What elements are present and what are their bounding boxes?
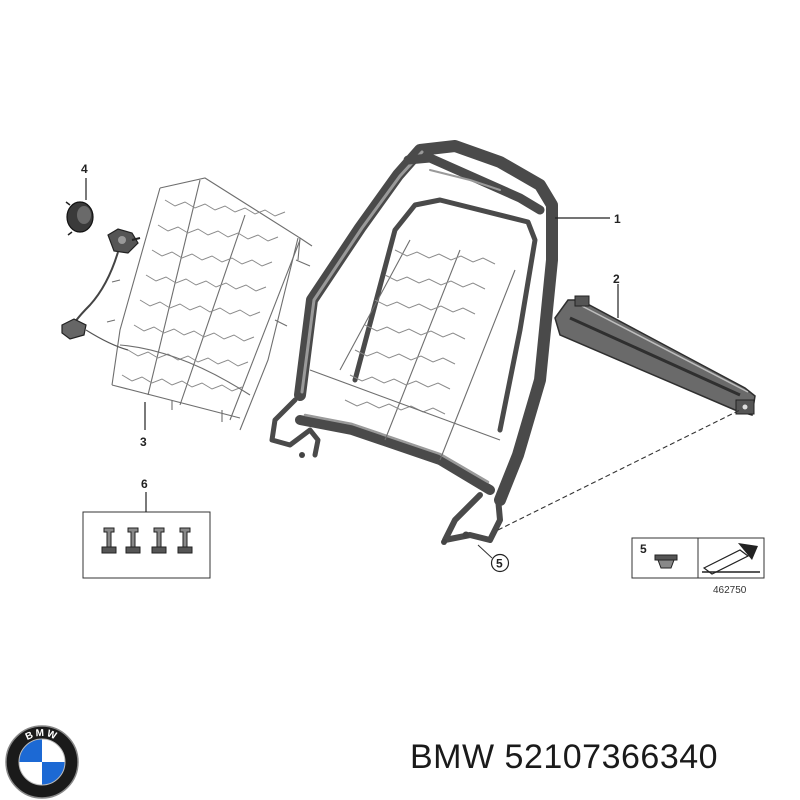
rivet-2 [125,527,141,554]
callout-5-leader [477,544,493,559]
callout-5-label: 5 [496,557,503,571]
seat-back-frame [269,140,558,545]
callout-2-label: 2 [613,272,620,286]
callout-5-circle [490,553,510,573]
cross-rail [554,295,756,416]
callout-3-label: 3 [140,435,147,449]
legend-box: 5 462750 [631,537,765,596]
bmw-logo: BMW [5,725,79,799]
grommet-icon [654,554,678,569]
caption-part-number: 52107366340 [504,738,719,776]
legend-part-number: 5 [640,542,647,556]
rivet-1 [101,527,117,554]
svg-text:BMW: BMW [24,728,60,743]
rivet-box [82,511,211,579]
suspension-mat [106,177,313,431]
arrow-icon [702,543,760,575]
adjuster-knob [65,201,94,236]
part-caption: BMW 52107366340 [410,738,718,777]
rivet-4 [177,527,193,554]
lumbar-mechanism [61,228,141,351]
assembly-dashed-line [497,409,741,531]
legend-code: 462750 [713,585,747,596]
rivet-3 [151,527,167,554]
callout-6-label: 6 [141,477,148,491]
caption-brand: BMW [410,738,495,776]
callout-1-label: 1 [614,212,621,226]
logo-lettering: BMW [24,728,58,743]
callout-4-label: 4 [81,162,88,176]
